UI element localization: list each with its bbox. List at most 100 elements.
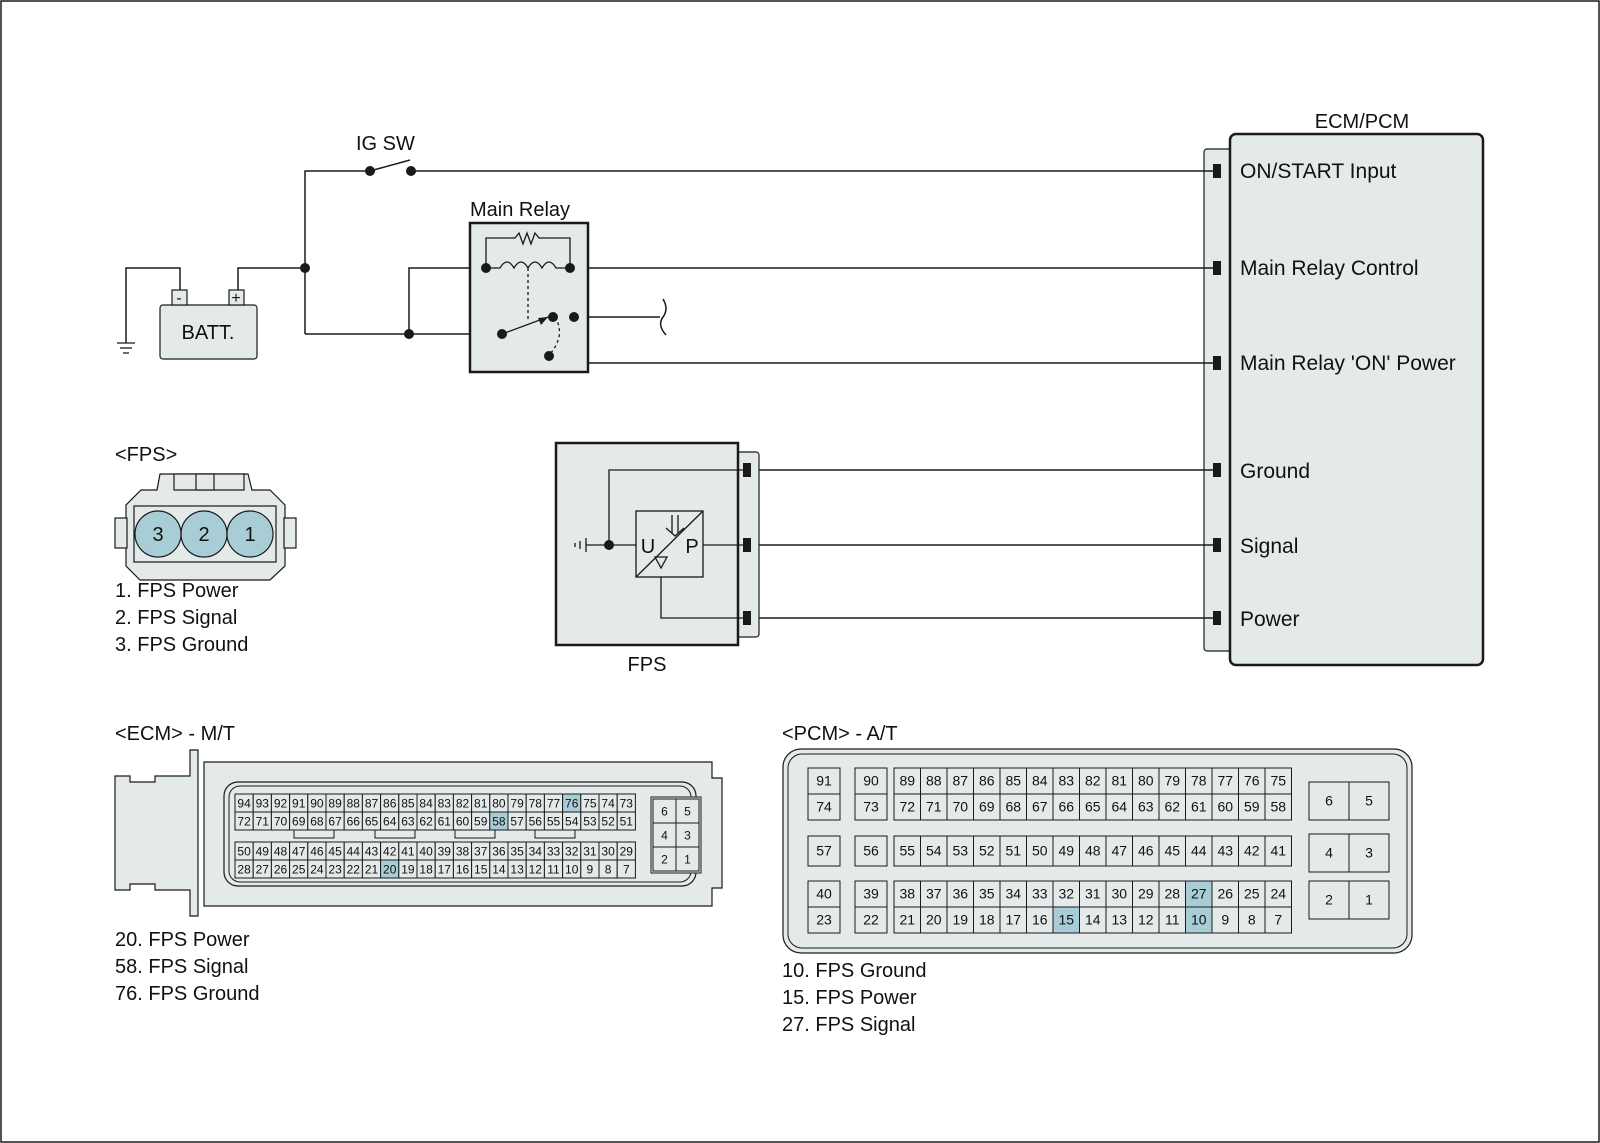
ecm-pin-number: 86 [383, 797, 397, 811]
ecm-pin-label: ON/START Input [1240, 160, 1397, 183]
pcm-pin-number: 68 [1005, 799, 1021, 815]
ecm-pin-label: Main Relay Control [1240, 257, 1419, 280]
pcm-pin-box [1079, 906, 1107, 934]
pcm-pin: 89 [893, 767, 921, 795]
ecm-pin-number: 42 [383, 845, 397, 859]
pcm-pin-number: 51 [1005, 843, 1021, 859]
pcm-pin-box [1105, 793, 1133, 821]
ecm-pin: 70 [270, 811, 291, 831]
pcm-pin-number: 77 [1217, 773, 1233, 789]
pcm-pin-number: 80 [1138, 773, 1154, 789]
ecm-pin-number: 74 [601, 797, 615, 811]
pcm-pin-box [1026, 767, 1054, 795]
pcm-pin-number: 17 [1005, 912, 1021, 928]
ecm-pin-number: 35 [510, 845, 524, 859]
pcm-pin-box [1052, 906, 1080, 934]
ecm-pin-number: 84 [419, 797, 433, 811]
ecm-pin-number: 52 [601, 815, 615, 829]
ecm-pin: 14 [489, 859, 509, 879]
pcm-pin-number: 42 [1244, 843, 1260, 859]
ecm-pin-number: 72 [237, 815, 251, 829]
pcm-pin: 60 [1211, 793, 1239, 821]
battery-minus-terminal [171, 289, 188, 306]
main-relay-label: Main Relay [470, 199, 570, 221]
ecm-pin: 93 [252, 793, 272, 813]
pcm-pin: 46 [1132, 835, 1160, 867]
ecm-pin-number: 7 [623, 863, 630, 877]
pcm-legend-item: 10. FPS Ground [782, 960, 927, 982]
ecm-pin-labels: ON/START Input Main Relay Control Main R… [1240, 160, 1456, 631]
relay-terminal [548, 312, 558, 322]
pcm-pin: 9 [1211, 906, 1239, 934]
pcm-side-pin-number: 1 [1365, 892, 1373, 908]
ecm-pin-number: 36 [492, 845, 506, 859]
pcm-pin-number: 70 [952, 799, 968, 815]
ecm-pcm-module: ECM/PCM [1203, 111, 1485, 667]
pcm-pin-number: 19 [952, 912, 968, 928]
ecm-pin-label: Ground [1240, 460, 1310, 483]
ecm-pin: 90 [307, 793, 327, 813]
ecm-pin-number: 58 [492, 815, 506, 829]
pcm-pin-number: 27 [1191, 886, 1207, 902]
ecm-side-pin: 3 [675, 822, 700, 848]
pcm-pin-box [893, 835, 921, 867]
pcm-pin-box [999, 906, 1027, 934]
pin-terminal [1213, 356, 1221, 370]
pcm-pin-number: 73 [863, 799, 879, 815]
ecm-pin-label: Main Relay 'ON' Power [1240, 352, 1456, 375]
ecm-pin: 51 [616, 811, 636, 831]
ecm-pin-number: 25 [292, 863, 306, 877]
ecm-pin-number: 16 [456, 863, 470, 877]
ecm-pin: 18 [416, 859, 436, 879]
pcm-side-pin-box [1308, 880, 1350, 920]
pcm-pin-box [1264, 880, 1292, 908]
fps-pin-number: 3 [152, 524, 163, 546]
ecm-pin: 15 [471, 859, 491, 879]
junction-dot [300, 263, 310, 273]
pin-terminal [1213, 611, 1221, 625]
ecm-pin-number: 17 [438, 863, 452, 877]
ecm-key-slot [374, 829, 416, 839]
ecm-pin-number: 54 [565, 815, 579, 829]
pcm-pin-number: 56 [863, 843, 879, 859]
pcm-pin-number: 31 [1085, 886, 1101, 902]
ecm-pin: 35 [507, 841, 527, 861]
pcm-pin: 77 [1211, 767, 1239, 795]
ecm-pin-number: 65 [365, 815, 379, 829]
ecm-connector-strip [1203, 148, 1233, 652]
ecm-pin: 61 [434, 811, 454, 831]
pcm-pin: 20 [920, 906, 948, 934]
ecm-pin: 83 [434, 793, 454, 813]
pcm-pin-box [1185, 835, 1213, 867]
pcm-pin-number: 16 [1032, 912, 1048, 928]
relay-switch-arrowhead [538, 317, 548, 325]
ecm-key-slot [454, 829, 496, 839]
ecm-pin-number: 37 [474, 845, 488, 859]
pcm-side-pin-box [1348, 880, 1390, 920]
pcm-pin: 19 [946, 906, 974, 934]
ecm-pin-number: 27 [256, 863, 270, 877]
pcm-pin: 75 [1264, 767, 1292, 795]
pcm-pin: 73 [854, 793, 888, 821]
fps-pin-circle [226, 510, 274, 558]
ecm-pin: 24 [307, 859, 327, 879]
pcm-pin-number: 58 [1270, 799, 1286, 815]
pcm-pin-box [946, 767, 974, 795]
ecm-pin-number: 10 [565, 863, 579, 877]
pcm-pin-number: 71 [926, 799, 942, 815]
pcm-pin: 61 [1185, 793, 1213, 821]
ecm-pin-number: 29 [620, 845, 634, 859]
ecm-pin: 9 [580, 859, 600, 879]
pcm-pin-number: 62 [1164, 799, 1180, 815]
pcm-pin-box [1185, 906, 1213, 934]
pin-terminal [1213, 463, 1221, 477]
fps-legend-item: 2. FPS Signal [115, 607, 237, 629]
pcm-pin: 42 [1238, 835, 1266, 867]
ecm-pin-number: 46 [310, 845, 324, 859]
ecm-pin: 41 [398, 841, 418, 861]
ecm-pin-number: 18 [419, 863, 433, 877]
ecm-pin-number: 88 [347, 797, 361, 811]
ecm-pin: 55 [543, 811, 564, 831]
